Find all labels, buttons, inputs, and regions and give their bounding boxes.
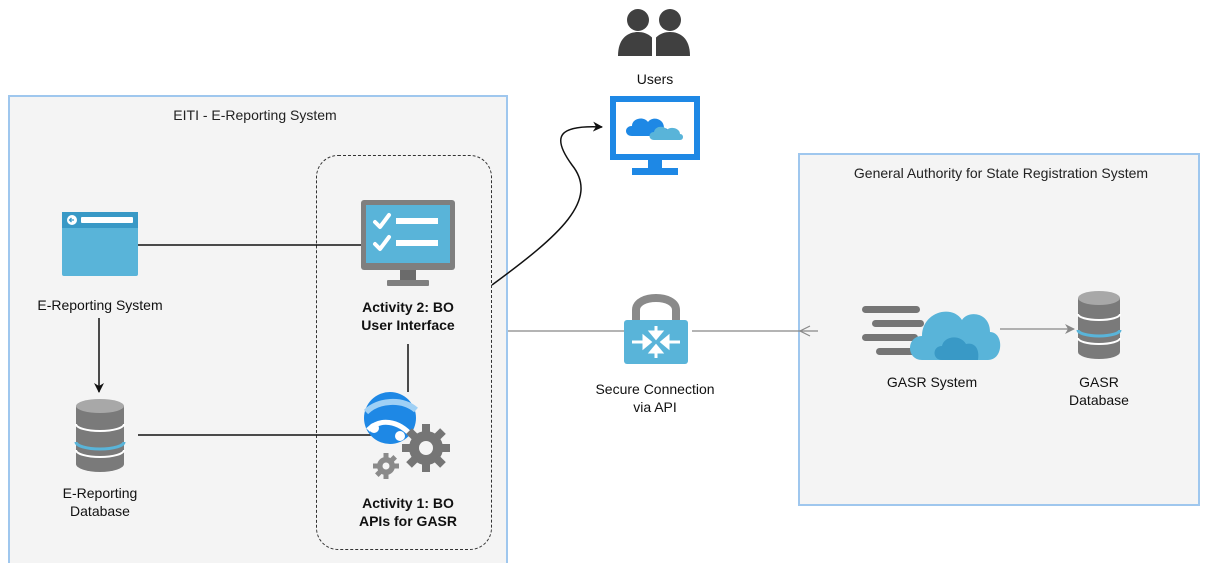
web-app-icon: [62, 212, 138, 276]
api-gears-icon: [363, 392, 450, 479]
eiti-container-title: EITI - E-Reporting System: [173, 107, 337, 123]
e-reporting-db-label-line1: E-Reporting: [40, 484, 160, 502]
cloud-monitor-icon: [610, 96, 700, 175]
activity2-label-line2: User Interface: [343, 316, 473, 334]
users-label: Users: [620, 70, 690, 88]
gasr-system-label: GASR System: [862, 373, 1002, 391]
gasr-db-label-line1: GASR: [1059, 373, 1139, 391]
secure-lock-icon: [624, 294, 688, 364]
e-reporting-system-label: E-Reporting System: [20, 296, 180, 314]
checklist-monitor-icon: [361, 200, 455, 286]
users-icon: [618, 9, 690, 56]
activity-group-box: [316, 155, 492, 550]
connector-to-users: [491, 121, 603, 286]
activity2-label-line1: Activity 2: BO: [343, 298, 473, 316]
secure-connection-label-line2: via API: [575, 398, 735, 416]
gasr-container: [798, 153, 1200, 506]
gasr-database-icon: [1076, 291, 1122, 359]
gasr-db-label-line2: Database: [1059, 391, 1139, 409]
database-icon: [74, 399, 126, 472]
activity1-label-line2: APIs for GASR: [343, 512, 473, 530]
e-reporting-db-label-line2: Database: [40, 502, 160, 520]
activity1-label-line1: Activity 1: BO: [343, 494, 473, 512]
gasr-container-title: General Authority for State Registration…: [853, 165, 1149, 181]
cloud-service-icon: [862, 306, 1001, 360]
secure-connection-label-line1: Secure Connection: [575, 380, 735, 398]
